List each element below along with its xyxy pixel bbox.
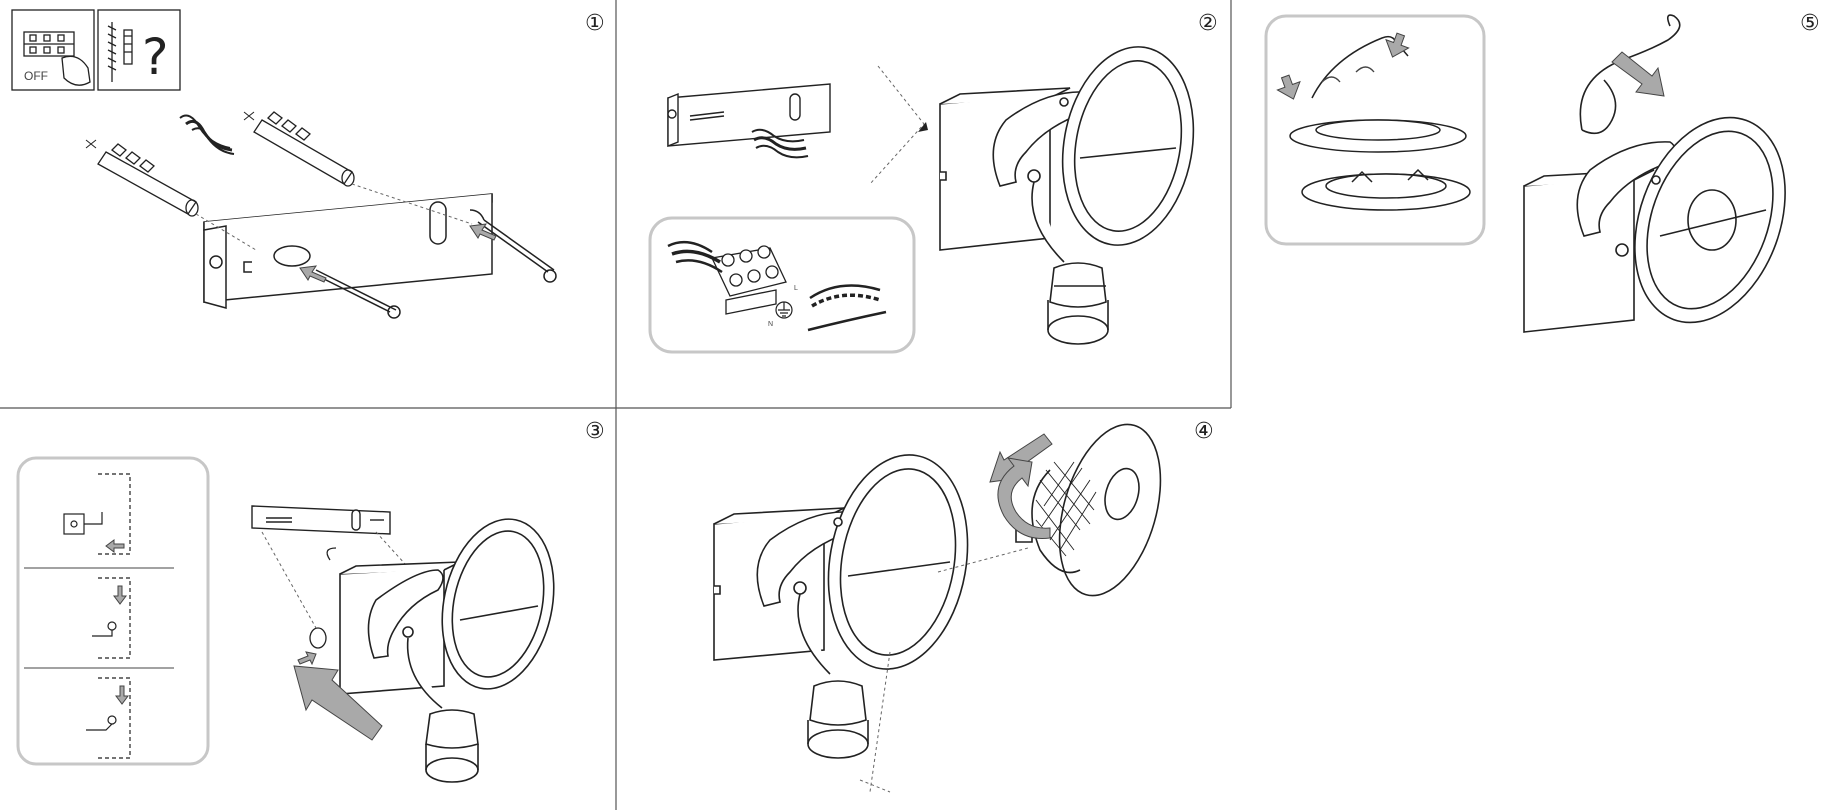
mains-cable	[179, 114, 235, 155]
mounting-bracket	[203, 193, 493, 309]
terminal-label-neutral: N	[768, 321, 773, 328]
panel-step-2: ②	[648, 11, 1218, 354]
lamp-ring-arm	[367, 518, 555, 690]
step-number-1: ①	[585, 11, 605, 36]
step-number-5: ⑤	[1800, 11, 1820, 36]
step-number-3: ③	[585, 419, 605, 444]
lamp-ring-arm	[992, 46, 1195, 246]
terminal-label-live: L	[794, 285, 798, 292]
lamp-socket	[1031, 181, 1109, 345]
switch-off-label: OFF	[24, 69, 48, 83]
rotate-arrow-icon	[1321, 66, 1375, 83]
alignment-lines	[859, 547, 1029, 793]
push-arrow-icon	[297, 651, 317, 666]
step-number-4: ④	[1194, 419, 1214, 444]
panel-step-3: ③	[16, 419, 605, 783]
drill-screw-question-icon	[97, 9, 181, 91]
wires	[667, 240, 887, 332]
step-number-2: ②	[1198, 11, 1218, 36]
retaining-clip	[1579, 14, 1681, 135]
panel-step-4: ④	[713, 419, 1214, 793]
wiring-inset: L N	[648, 216, 916, 354]
lamp-socket	[797, 593, 869, 759]
lamp-socket	[406, 637, 479, 783]
push-arrow-large-icon	[293, 665, 383, 741]
terminal-block	[711, 245, 787, 315]
mains-cable	[751, 128, 809, 159]
ring-clip-inset	[1264, 14, 1486, 246]
push-arrow-icon	[1276, 32, 1410, 100]
power-off-switch-icon	[11, 9, 95, 91]
panel-step-1: ① OFF ?	[11, 9, 605, 319]
mounting-bracket-small	[667, 83, 831, 148]
bracket-hook-inset	[16, 456, 210, 766]
wall-plug-right	[243, 111, 355, 187]
lamp-ring-arm	[756, 454, 969, 670]
panel-step-5: ⑤	[1264, 11, 1820, 333]
push-arrow-icon	[1611, 51, 1665, 97]
mounting-bracket-small	[251, 505, 391, 535]
question-mark: ?	[142, 28, 169, 86]
push-arrow-icon	[299, 223, 497, 283]
panel-dividers	[0, 0, 1232, 810]
lamp-ring-with-shade	[1576, 116, 1786, 324]
rotate-arrow-icon	[997, 457, 1051, 540]
earth-symbol-icon	[775, 301, 793, 319]
reflector-bulb	[1015, 423, 1162, 597]
push-arrow-icon	[105, 539, 129, 705]
alignment-lines	[869, 65, 925, 185]
pointer-arrow-icon	[918, 122, 928, 132]
lamp-hook-detail	[309, 547, 337, 649]
wall-plug-left	[85, 139, 199, 217]
